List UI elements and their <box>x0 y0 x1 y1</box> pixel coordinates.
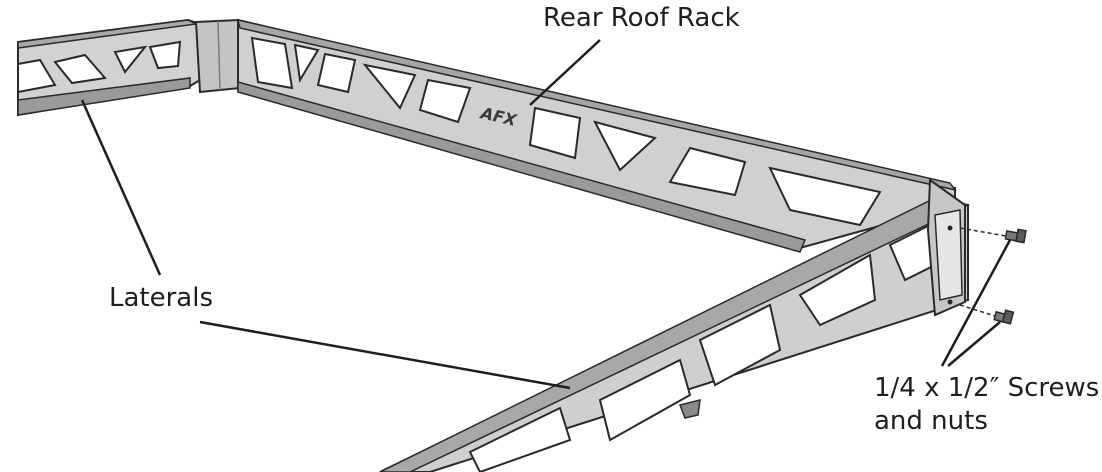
screws-label: 1/4 x 1/2″ Screws and nuts <box>874 372 1099 438</box>
left-lateral-rail <box>17 18 201 117</box>
screws-label-line1: 1/4 x 1/2″ Screws <box>874 373 1100 403</box>
right-lateral-rail <box>379 197 971 472</box>
leader-screws-top <box>940 239 1012 367</box>
rear-roof-rack-rail: AFX <box>236 18 957 253</box>
leader-rear-roof-rack <box>529 39 601 106</box>
screw-top-icon <box>959 227 1027 244</box>
laterals-label: Laterals <box>109 283 213 313</box>
leader-laterals-lower <box>199 320 571 390</box>
right-corner-bracket <box>926 178 966 317</box>
rear-roof-rack-label: Rear Roof Rack <box>543 3 740 33</box>
leader-lines <box>80 39 1012 390</box>
leader-screws-bottom <box>947 321 1001 367</box>
screws-label-line2: and nuts <box>874 406 988 436</box>
leader-laterals-upper <box>80 99 162 276</box>
screw-bottom-icon <box>959 304 1015 325</box>
left-corner-bracket <box>194 18 242 94</box>
